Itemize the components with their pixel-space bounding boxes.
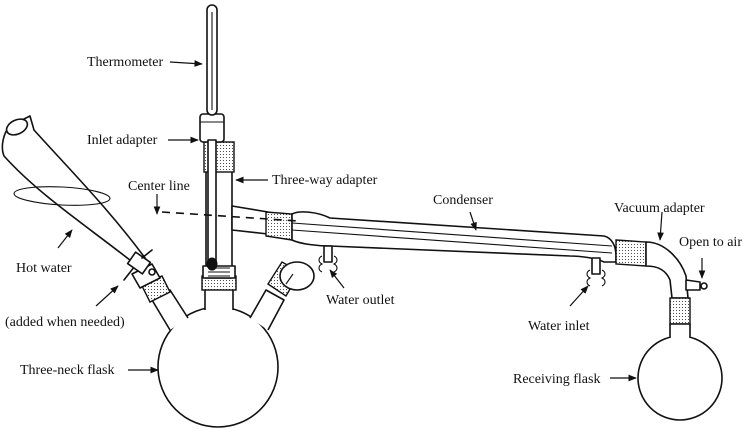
label-vacuum-adapter: Vacuum adapter <box>614 201 705 216</box>
vacuum-adapter <box>615 239 708 348</box>
label-arrows <box>57 60 706 382</box>
vacuum-adapter-arrow <box>657 211 664 241</box>
label-inlet-adapter: Inlet adapter <box>87 133 158 148</box>
water-inlet-arrow <box>569 285 589 307</box>
inlet-adapter <box>199 113 225 143</box>
hot-water-arrow <box>57 229 73 249</box>
condenser <box>265 211 617 287</box>
separatory-funnel <box>1 115 156 281</box>
thermometer <box>206 4 218 271</box>
added-when-needed-arrow <box>95 285 119 307</box>
water-outlet-arrow <box>329 269 345 289</box>
label-open-to-air: Open to air <box>679 235 742 250</box>
label-center-line: Center line <box>128 179 190 194</box>
condenser-arrow <box>469 211 477 231</box>
label-thermometer: Thermometer <box>87 55 164 70</box>
label-receiving-flask: Receiving flask <box>513 372 600 387</box>
receiver-joint <box>669 297 691 325</box>
three-neck-flask <box>151 275 285 428</box>
center-line-dashes <box>161 211 299 222</box>
stopper <box>267 261 315 297</box>
receiving-flask <box>637 323 723 421</box>
label-water-outlet: Water outlet <box>326 293 395 308</box>
label-added-when-needed: (added when needed) <box>5 315 125 330</box>
thermometer-arrow <box>169 60 203 67</box>
label-three-way-adapter: Three-way adapter <box>272 173 378 188</box>
label-water-inlet: Water inlet <box>528 319 590 334</box>
label-condenser: Condenser <box>433 193 493 208</box>
label-hot-water: Hot water <box>16 261 72 276</box>
label-three-neck-flask: Three-neck flask <box>20 363 114 378</box>
